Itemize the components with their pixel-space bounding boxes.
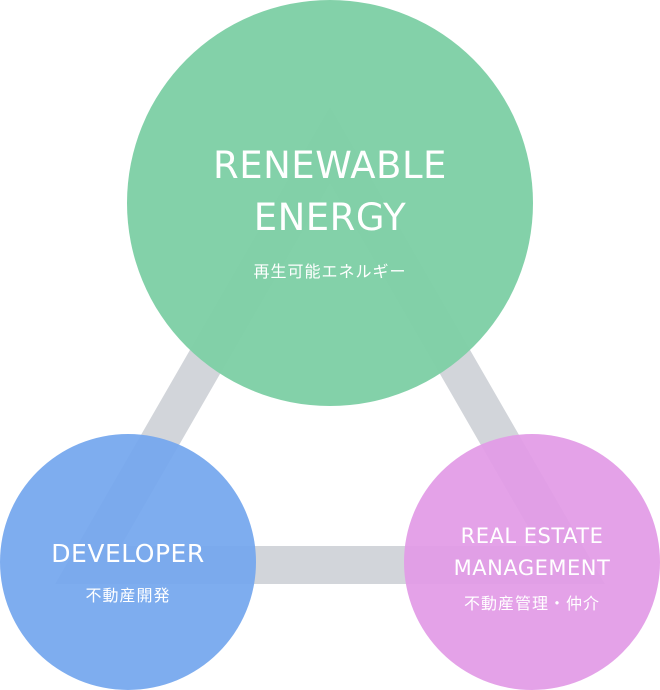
real-estate-subtitle: 不動産管理・仲介	[463, 596, 600, 613]
developer-subtitle: 不動産開発	[85, 588, 171, 605]
renewable-title-line1: RENEWABLE	[213, 144, 447, 187]
developer-circle[interactable]	[0, 434, 256, 690]
real-estate-title-line2: MANAGEMENT	[453, 556, 611, 580]
developer-title: DEVELOPER	[51, 539, 205, 568]
renewable-title-line2: ENERGY	[253, 196, 407, 239]
renewable-energy-circle[interactable]	[127, 0, 533, 406]
real-estate-title-line1: REAL ESTATE	[460, 524, 604, 548]
renewable-energy-label: RENEWABLE ENERGY 再生可能エネルギー	[130, 140, 530, 282]
real-estate-label: REAL ESTATE MANAGEMENT 不動産管理・仲介	[404, 520, 660, 614]
developer-label: DEVELOPER 不動産開発	[0, 536, 256, 606]
real-estate-circle[interactable]	[404, 434, 660, 690]
renewable-subtitle: 再生可能エネルギー	[253, 264, 407, 281]
